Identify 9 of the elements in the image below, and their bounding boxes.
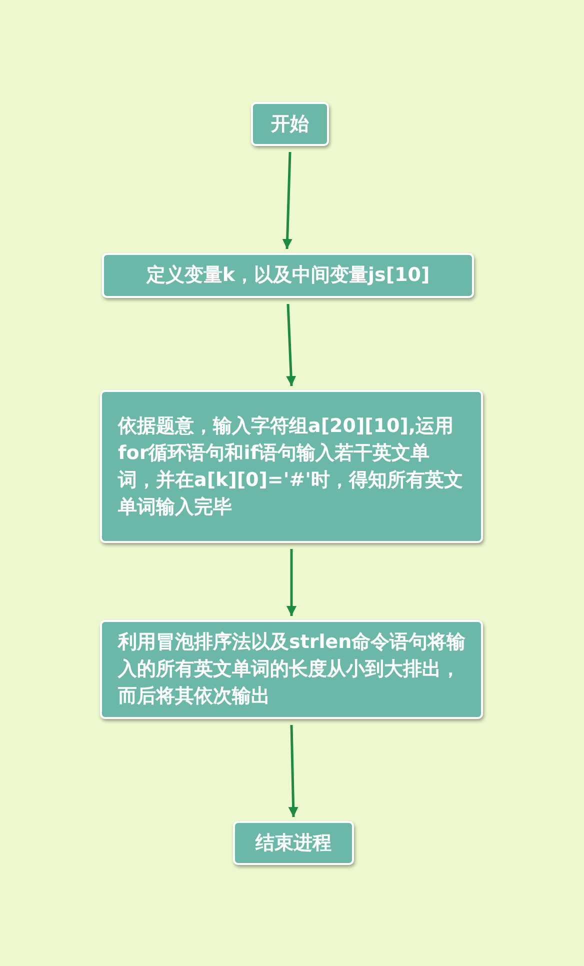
- process-box: 定义变量k，以及中间变量js[10]: [102, 253, 474, 298]
- arrow: [288, 724, 298, 818]
- arrow: [286, 304, 296, 386]
- process-box: 开始: [251, 102, 329, 146]
- arrow: [286, 549, 296, 616]
- process-box: 依据题意，输入字符组a[20][10],运用for循环语句和if语句输入若干英文单词，并在a[k][0]='#'时，得知所有英文单词输入完毕: [100, 390, 483, 543]
- process-box: 利用冒泡排序法以及strlen命令语句将输入的所有英文单词的长度从小到大排出，而后将其依次输出: [100, 620, 483, 719]
- process-box: 结束进程: [233, 821, 354, 865]
- arrow: [282, 152, 292, 250]
